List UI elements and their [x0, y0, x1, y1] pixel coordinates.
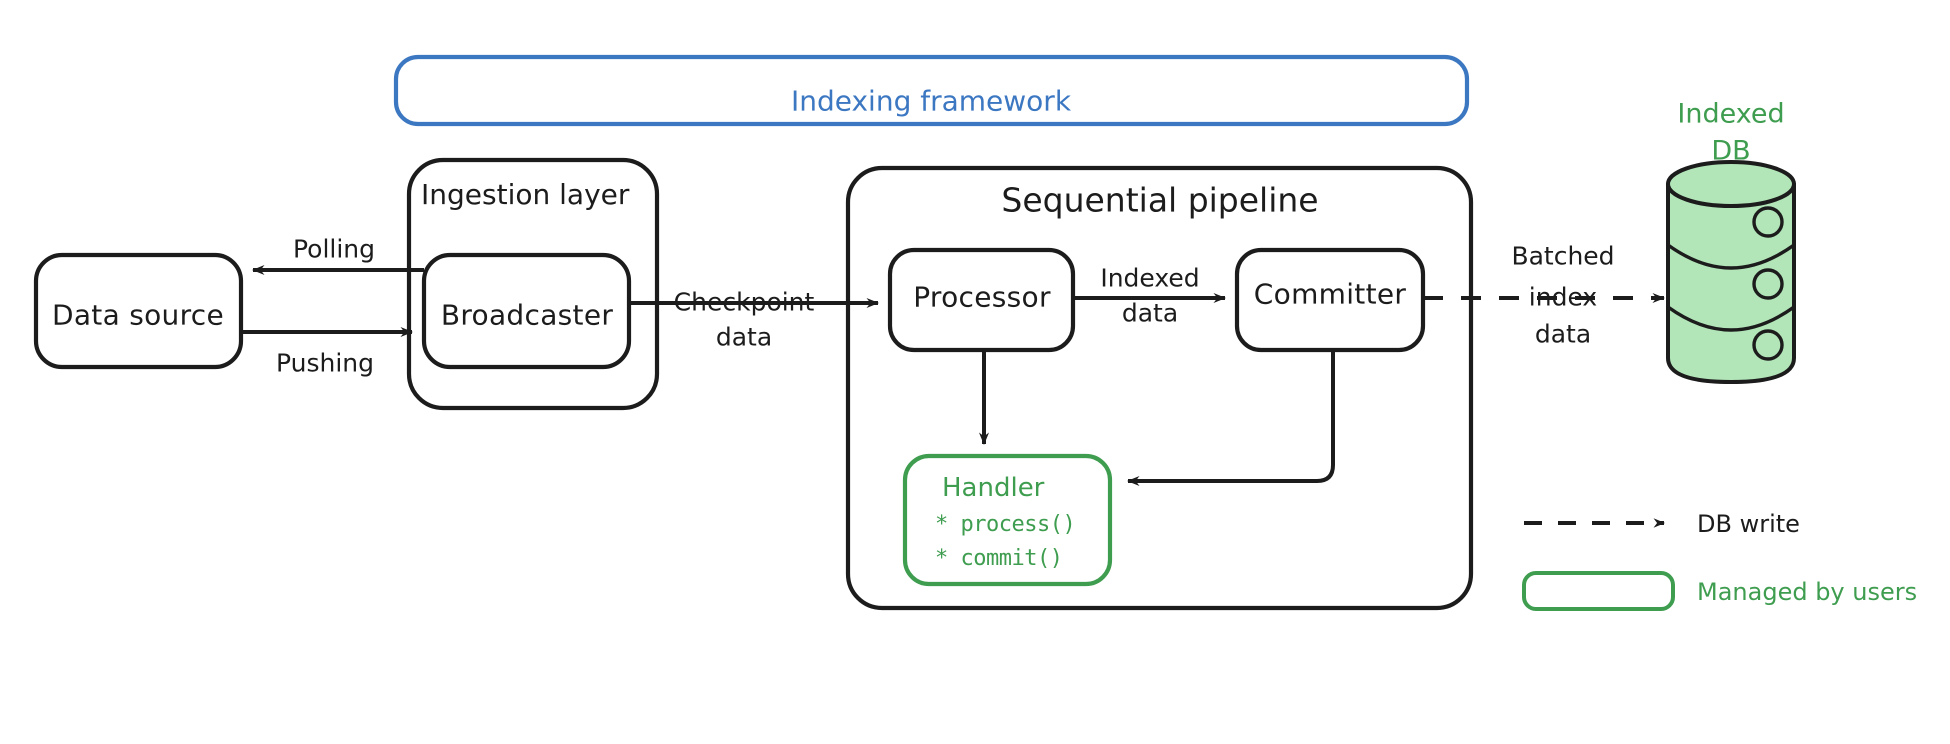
- legend-managed-by-users-swatch: [1522, 571, 1675, 611]
- indexed-db-cylinder[interactable]: [1666, 160, 1796, 384]
- node-data-source[interactable]: [33, 252, 244, 370]
- indexing-framework-frame: [393, 54, 1470, 127]
- node-processor[interactable]: [887, 247, 1076, 353]
- edge-committer-to-handler: [1127, 350, 1335, 486]
- node-handler[interactable]: [902, 453, 1113, 587]
- node-committer[interactable]: [1234, 247, 1426, 353]
- node-broadcaster[interactable]: [421, 252, 632, 370]
